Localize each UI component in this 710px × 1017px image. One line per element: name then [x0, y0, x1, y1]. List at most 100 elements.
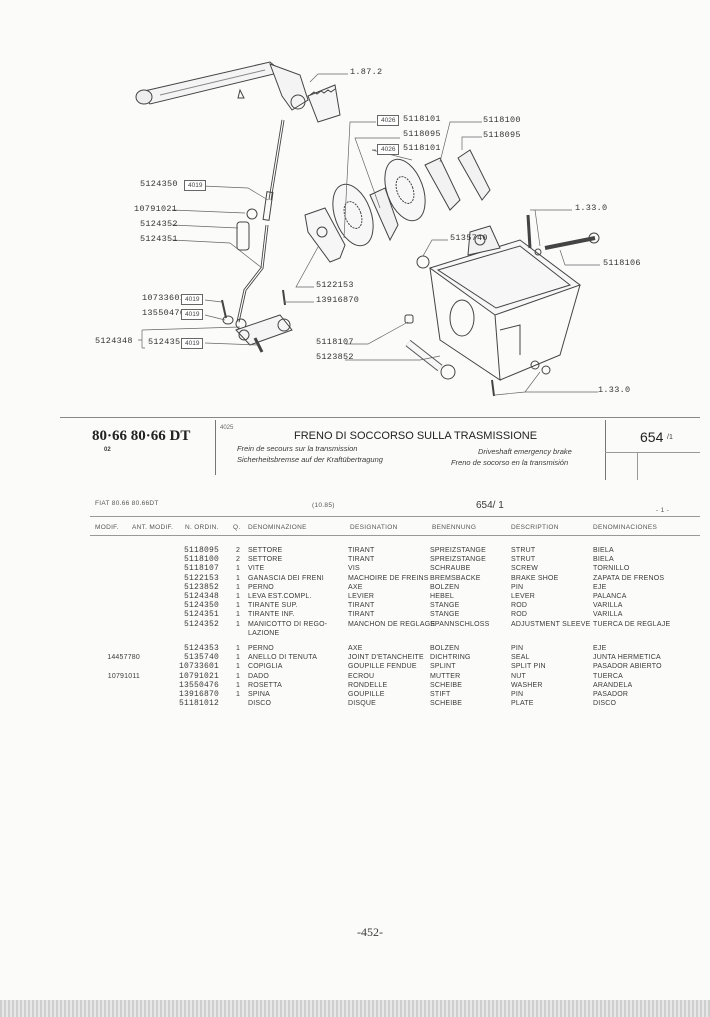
list-group: 654/ 1 [476, 500, 504, 511]
french-cell: TIRANT [348, 556, 375, 564]
english-cell: ROD [511, 611, 528, 619]
german-cell: SCHEIBE [430, 700, 463, 708]
german-cell: SPREIZSTANGE [430, 556, 486, 564]
french-cell: ECROU [348, 672, 375, 680]
part-number-cell: 5124351 [183, 610, 219, 620]
part-number-cell: 5124350 [183, 601, 219, 611]
french-cell: VIS [348, 565, 360, 573]
column-header: MODIF. [95, 524, 119, 531]
column-header: BENENNUNG [432, 524, 477, 531]
ref-box-4026: 4026 [377, 115, 400, 126]
part-number-cell: 13916870 [178, 690, 219, 699]
ref-label-1-33-0: 1.33.0 [575, 203, 608, 213]
part-label-5124350: 5124350 [140, 179, 178, 189]
part-number-cell: 5118100 [183, 555, 219, 565]
part-label-5118107: 5118107 [316, 337, 354, 347]
italian-cell: PERNO [248, 583, 274, 591]
part-label-10791021: 10791021 [134, 204, 178, 214]
quantity-cell: 1 [236, 593, 241, 600]
english-cell: ADJUSTMENT SLEEVE [511, 620, 591, 628]
title-rule [605, 452, 700, 453]
quantity-cell: 2 [236, 547, 241, 554]
french-cell: JOINT D'ETANCHEITE [348, 654, 424, 662]
german-cell: SPLINT [430, 663, 456, 671]
list-page: - 1 - [656, 507, 670, 514]
italian-cell: TIRANTE SUP. [248, 602, 298, 610]
german-cell: BOLZEN [430, 583, 460, 591]
german-cell: STIFT [430, 691, 451, 698]
title-english: Driveshaft emergency brake [478, 447, 572, 456]
part-label-5118101: 5118101 [403, 143, 441, 153]
english-cell: STRUT [511, 556, 536, 564]
spanish-cell: ARANDELA [593, 681, 633, 689]
french-cell: AXE [348, 583, 363, 591]
english-cell: ROD [511, 602, 528, 610]
transmission-housing-drawing [404, 214, 600, 397]
ref-box-4019: 4019 [181, 309, 204, 320]
french-cell: LEVIER [348, 593, 375, 600]
ref-box-4019: 4019 [181, 338, 204, 349]
italian-cell: DADO [248, 672, 270, 680]
title-divider [637, 452, 638, 480]
italian-cell-continued: LAZIONE [248, 629, 280, 637]
german-cell: SPANNSCHLOSS [430, 620, 490, 628]
quantity-cell: 1 [236, 663, 241, 671]
spanish-cell: JUNTA HERMETICA [593, 654, 661, 662]
list-model: FIAT 80.66 80.66DT [95, 500, 159, 507]
column-header: DENOMINACIONES [593, 524, 658, 531]
part-label-5118095: 5118095 [483, 130, 521, 140]
brake-shoe-drawing [304, 207, 346, 263]
italian-cell: PERNO [248, 645, 274, 652]
german-cell: MUTTER [430, 672, 461, 680]
english-cell: PIN [511, 691, 524, 698]
part-number-cell: 5135740 [183, 653, 219, 663]
part-label-5122153: 5122153 [316, 280, 354, 290]
english-cell: PIN [511, 645, 524, 652]
german-cell: STANGE [430, 602, 460, 610]
german-cell: SPREIZSTANGE [430, 547, 486, 554]
italian-cell: COPIGLIA [248, 663, 283, 671]
column-header: N. ORDIN. [185, 524, 219, 531]
part-label-5118101: 5118101 [403, 114, 441, 124]
english-cell: STRUT [511, 547, 536, 554]
spanish-cell: ZAPATA DE FRENOS [593, 574, 665, 582]
column-header: Q. [233, 524, 241, 531]
german-cell: HEBEL [430, 593, 454, 600]
spanish-cell: VARILLA [593, 611, 623, 619]
quantity-cell: 1 [236, 565, 241, 573]
spanish-cell: VARILLA [593, 602, 623, 610]
quantity-cell: 1 [236, 574, 241, 582]
part-number-cell: 51181012 [178, 699, 219, 709]
title-spanish: Freno de socorso en la transmisión [451, 458, 569, 467]
page-number: -452- [357, 925, 383, 939]
part-label-5118095: 5118095 [403, 129, 441, 139]
title-italian: FRENO DI SOCCORSO SULLA TRASMISSIONE [294, 430, 538, 442]
header-rule [90, 516, 700, 517]
italian-cell: MANICOTTO DI REGO- [248, 620, 328, 628]
title-french: Frein de secours sur la transmission [237, 444, 358, 453]
header-rule [90, 535, 700, 536]
part-label-5124351: 5124351 [140, 234, 178, 244]
quantity-cell: 1 [236, 691, 241, 698]
spanish-cell: PALANCA [593, 593, 627, 600]
spanish-cell: EJE [593, 583, 607, 591]
english-cell: PIN [511, 583, 524, 591]
english-cell: SEAL [511, 654, 530, 662]
title-divider [215, 420, 216, 475]
group-number: 654 [640, 429, 664, 445]
ref-label-1-33-0: 1.33.0 [598, 385, 631, 395]
model-name: 80·66 80·66 DT [92, 428, 191, 444]
french-cell: GOUPILLE FENDUE [348, 663, 417, 671]
part-number-cell: 5124353 [183, 644, 219, 653]
french-cell: TIRANT [348, 602, 375, 610]
part-number-cell: 5124348 [183, 592, 219, 601]
french-cell: AXE [348, 645, 363, 652]
brake-discs-drawing [332, 149, 491, 247]
french-cell: TIRANT [348, 547, 375, 554]
italian-cell: DISCO [248, 700, 272, 708]
part-number-cell: 10733601 [178, 662, 219, 672]
quantity-cell: 1 [236, 583, 241, 591]
part-label-5118106: 5118106 [603, 258, 641, 268]
title-divider [605, 420, 606, 480]
italian-cell: TIRANTE INF. [248, 611, 295, 619]
